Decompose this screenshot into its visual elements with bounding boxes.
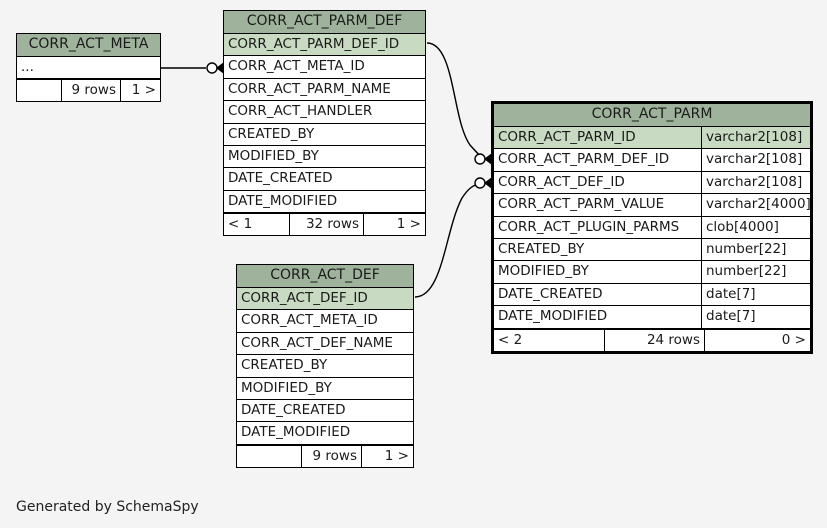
column-name: CORR_ACT_META_ID (228, 58, 365, 75)
table-row[interactable]: CORR_ACT_PARM_VALUE varchar2[4000] (494, 194, 810, 217)
column-name: DATE_CREATED (498, 285, 603, 302)
column-name: CORR_ACT_PARM_DEF_ID (498, 151, 670, 168)
footer-row-count: 9 rows (301, 445, 361, 467)
column-name: DATE_MODIFIED (498, 308, 608, 325)
table-row[interactable]: CORR_ACT_DEF_NAME (237, 333, 413, 356)
table-row[interactable]: MODIFIED_BY (237, 378, 413, 400)
table-title-corr-act-parm: CORR_ACT_PARM (494, 104, 810, 127)
table-row[interactable]: CORR_ACT_META_ID (224, 56, 425, 79)
column-name: DATE_CREATED (228, 170, 333, 187)
table-row[interactable]: ... (17, 57, 160, 80)
column-name: CORR_ACT_PARM_VALUE (498, 196, 665, 213)
table-row[interactable]: CORR_ACT_PLUGIN_PARMS clob[4000] (494, 216, 810, 239)
footer-next-link[interactable]: 1 > (120, 80, 160, 102)
table-corr-act-parm-def[interactable]: CORR_ACT_PARM_DEF CORR_ACT_PARM_DEF_ID C… (223, 10, 426, 237)
column-name: CORR_ACT_HANDLER (228, 103, 373, 120)
table-row[interactable]: DATE_MODIFIED (224, 191, 425, 214)
column-name: CORR_ACT_PLUGIN_PARMS (498, 218, 680, 235)
table-footer: < 1 32 rows 1 > (224, 213, 425, 236)
column-type: varchar2[108] (701, 149, 810, 171)
table-row[interactable]: CREATED_BY number[22] (494, 238, 810, 262)
table-corr-act-meta[interactable]: CORR_ACT_META ... 9 rows 1 > (16, 33, 161, 103)
table-title-corr-act-def: CORR_ACT_DEF (237, 265, 413, 288)
table-row[interactable]: CREATED_BY (237, 355, 413, 378)
table-row-primary-key[interactable]: CORR_ACT_PARM_ID varchar2[108] (494, 127, 810, 150)
column-name: ... (21, 59, 34, 75)
cardinality-marker-meta-parm-def (206, 62, 224, 74)
table-footer: 9 rows 1 > (237, 444, 413, 467)
table-row[interactable]: MODIFIED_BY number[22] (494, 261, 810, 284)
cardinality-marker-def-parm (474, 177, 492, 189)
column-name: CORR_ACT_PARM_ID (498, 129, 636, 145)
footer-row-count: 24 rows (604, 329, 704, 351)
column-name: CREATED_BY (498, 240, 585, 257)
column-name: CORR_ACT_META_ID (241, 312, 378, 329)
table-row-primary-key[interactable]: CORR_ACT_PARM_DEF_ID (224, 34, 425, 57)
table-row[interactable]: CREATED_BY (224, 124, 425, 146)
column-name: CORR_ACT_PARM_DEF_ID (228, 36, 400, 52)
column-name: MODIFIED_BY (228, 147, 319, 164)
column-name: CORR_ACT_DEF_NAME (241, 334, 393, 351)
footer-prev-link[interactable]: < 1 (228, 216, 253, 233)
footer-prev-link[interactable] (237, 446, 301, 467)
column-type: number[22] (701, 261, 810, 283)
footer-next-link[interactable]: 0 > (704, 329, 810, 351)
table-title-corr-act-meta: CORR_ACT_META (17, 34, 160, 57)
footer-next-link[interactable]: 1 > (361, 445, 413, 467)
column-type: varchar2[108] (701, 171, 810, 194)
edge-parm-def-to-parm (426, 42, 484, 159)
column-type: number[22] (701, 238, 810, 261)
column-name: DATE_CREATED (241, 401, 346, 418)
column-name: MODIFIED_BY (241, 379, 332, 396)
column-name: CREATED_BY (228, 125, 315, 142)
footer-prev-link[interactable]: < 2 (498, 331, 523, 348)
column-name: CORR_ACT_PARM_NAME (228, 80, 391, 97)
table-row[interactable]: MODIFIED_BY (224, 146, 425, 169)
table-row[interactable]: CORR_ACT_PARM_DEF_ID varchar2[108] (494, 149, 810, 172)
column-type: date[7] (701, 306, 810, 328)
table-footer: 9 rows 1 > (17, 79, 160, 102)
table-title-corr-act-parm-def: CORR_ACT_PARM_DEF (224, 11, 425, 34)
footer-next-link[interactable]: 1 > (363, 214, 425, 236)
table-row[interactable]: DATE_MODIFIED date[7] (494, 306, 810, 329)
column-type: date[7] (701, 283, 810, 306)
table-corr-act-parm[interactable]: CORR_ACT_PARM CORR_ACT_PARM_ID varchar2[… (491, 101, 813, 354)
table-footer: < 2 24 rows 0 > (494, 328, 810, 351)
footer-prev-link[interactable] (17, 80, 61, 101)
column-name: CORR_ACT_DEF_ID (241, 290, 368, 306)
table-row[interactable]: DATE_CREATED date[7] (494, 283, 810, 307)
footer-row-count: 32 rows (289, 214, 363, 236)
column-type: clob[4000] (701, 216, 810, 238)
column-name: CORR_ACT_DEF_ID (498, 173, 625, 190)
column-type: varchar2[108] (701, 127, 810, 149)
table-row-primary-key[interactable]: CORR_ACT_DEF_ID (237, 288, 413, 311)
table-row[interactable]: CORR_ACT_META_ID (237, 310, 413, 333)
column-type: varchar2[4000] (701, 194, 810, 216)
generated-by-caption: Generated by SchemaSpy (16, 499, 199, 515)
cardinality-marker-parm-def-parm (474, 153, 492, 165)
table-row[interactable]: DATE_CREATED (237, 400, 413, 423)
table-row[interactable]: CORR_ACT_HANDLER (224, 101, 425, 124)
table-row[interactable]: CORR_ACT_PARM_NAME (224, 79, 425, 102)
column-name: DATE_MODIFIED (241, 424, 351, 441)
table-row[interactable]: CORR_ACT_DEF_ID varchar2[108] (494, 171, 810, 195)
table-row[interactable]: DATE_MODIFIED (237, 422, 413, 445)
column-name: MODIFIED_BY (498, 263, 589, 280)
table-corr-act-def[interactable]: CORR_ACT_DEF CORR_ACT_DEF_ID CORR_ACT_ME… (236, 264, 414, 468)
footer-row-count: 9 rows (61, 80, 120, 102)
table-row[interactable]: DATE_CREATED (224, 168, 425, 191)
column-name: CREATED_BY (241, 357, 328, 374)
column-name: DATE_MODIFIED (228, 192, 338, 209)
